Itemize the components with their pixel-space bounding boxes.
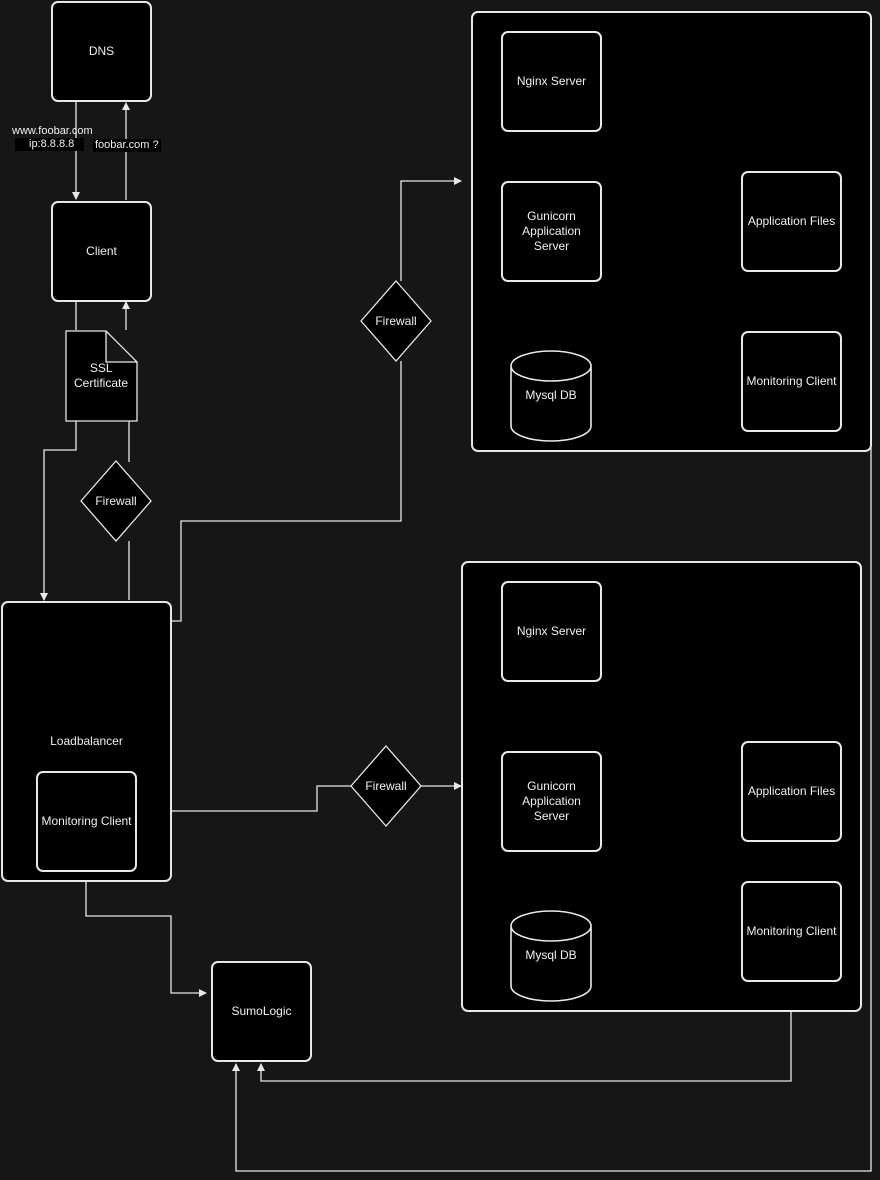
gunicorn-server-node-1[interactable]: Gunicorn Application Server — [501, 181, 602, 282]
edge-monitoring2-to-sumologic — [257, 982, 792, 1082]
firewall-node-top[interactable] — [360, 280, 432, 362]
edge-loadbalancer-to-server1 — [172, 181, 461, 622]
sumologic-label: SumoLogic — [231, 1004, 292, 1018]
edge-loadbalancer-to-server2 — [172, 786, 461, 812]
client-node[interactable]: Client — [51, 201, 152, 302]
edge-loadbalancer-to-client — [126, 302, 129, 600]
edge-lb-monitoring-to-sumologic — [85, 872, 207, 997]
client-label: Client — [86, 244, 117, 258]
application-files-label-1: Application Files — [747, 214, 836, 228]
nginx-label-1: Nginx Server — [516, 74, 587, 88]
gunicorn-label-1a: Gunicorn — [527, 209, 576, 223]
lb-monitoring-client-node[interactable]: Monitoring Client — [36, 771, 137, 872]
edge-label-query: foobar.com ? — [93, 139, 161, 152]
edge-label-request-host: www.foobar.com — [12, 125, 93, 137]
mysql-db-node-1[interactable] — [510, 350, 594, 442]
monitoring-client-label-2: Monitoring Client — [746, 924, 837, 938]
mysql-db-node-2[interactable] — [510, 910, 594, 1002]
loadbalancer-label: Loadbalancer — [50, 734, 123, 748]
document-icon — [65, 330, 138, 422]
gunicorn-label-2b: Application Server — [522, 794, 581, 823]
edge-label-request-ip: ip:8.8.8.8 — [15, 138, 85, 151]
firewall-diamond-shape — [360, 280, 432, 362]
firewall-diamond-shape — [350, 745, 422, 827]
edge-client-to-loadbalancer — [44, 302, 77, 600]
application-files-node-1[interactable]: Application Files — [741, 171, 842, 272]
dns-node[interactable]: DNS — [51, 1, 152, 102]
lb-monitoring-client-label: Monitoring Client — [41, 814, 132, 828]
firewall-node-bottom[interactable] — [350, 745, 422, 827]
gunicorn-server-node-2[interactable]: Gunicorn Application Server — [501, 751, 602, 852]
monitoring-client-label-1: Monitoring Client — [746, 374, 837, 388]
gunicorn-label-1b: Application Server — [522, 224, 581, 253]
database-icon — [510, 910, 592, 1002]
monitoring-client-node-1[interactable]: Monitoring Client — [741, 331, 842, 432]
nginx-label-2: Nginx Server — [516, 624, 587, 638]
application-files-label-2: Application Files — [747, 784, 836, 798]
sumologic-node[interactable]: SumoLogic — [211, 961, 312, 1062]
application-files-node-2[interactable]: Application Files — [741, 741, 842, 842]
firewall-diamond-shape — [80, 460, 152, 542]
edge-label-request: www.foobar.com ip:8.8.8.8 — [12, 125, 93, 151]
firewall-node-left[interactable] — [80, 460, 152, 542]
nginx-server-node-1[interactable]: Nginx Server — [501, 31, 602, 132]
dns-label: DNS — [88, 44, 115, 58]
ssl-certificate-node[interactable] — [65, 330, 139, 423]
monitoring-client-node-2[interactable]: Monitoring Client — [741, 881, 842, 982]
gunicorn-label-2a: Gunicorn — [527, 779, 576, 793]
database-icon — [510, 350, 592, 442]
nginx-server-node-2[interactable]: Nginx Server — [501, 581, 602, 682]
